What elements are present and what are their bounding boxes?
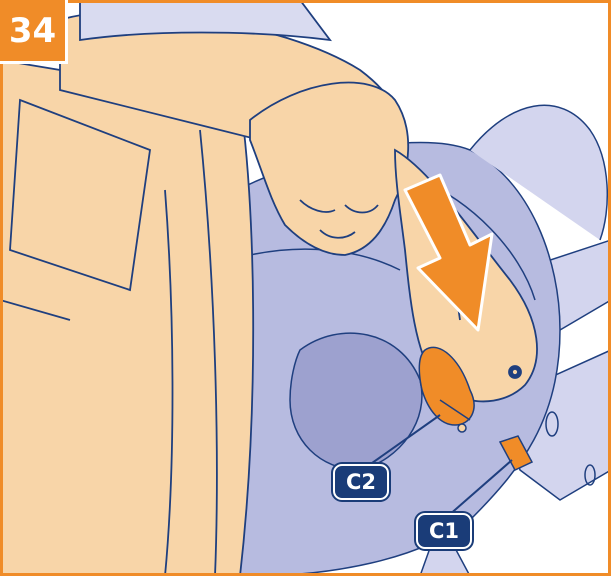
step-number-badge: 34 [0,0,68,64]
step-number: 34 [9,14,56,48]
adult-body [0,60,253,576]
callout-c1: C1 [416,513,472,549]
callout-c2: C2 [333,464,389,500]
callout-c1-label: C1 [429,519,459,543]
callout-c2-label: C2 [346,470,376,494]
